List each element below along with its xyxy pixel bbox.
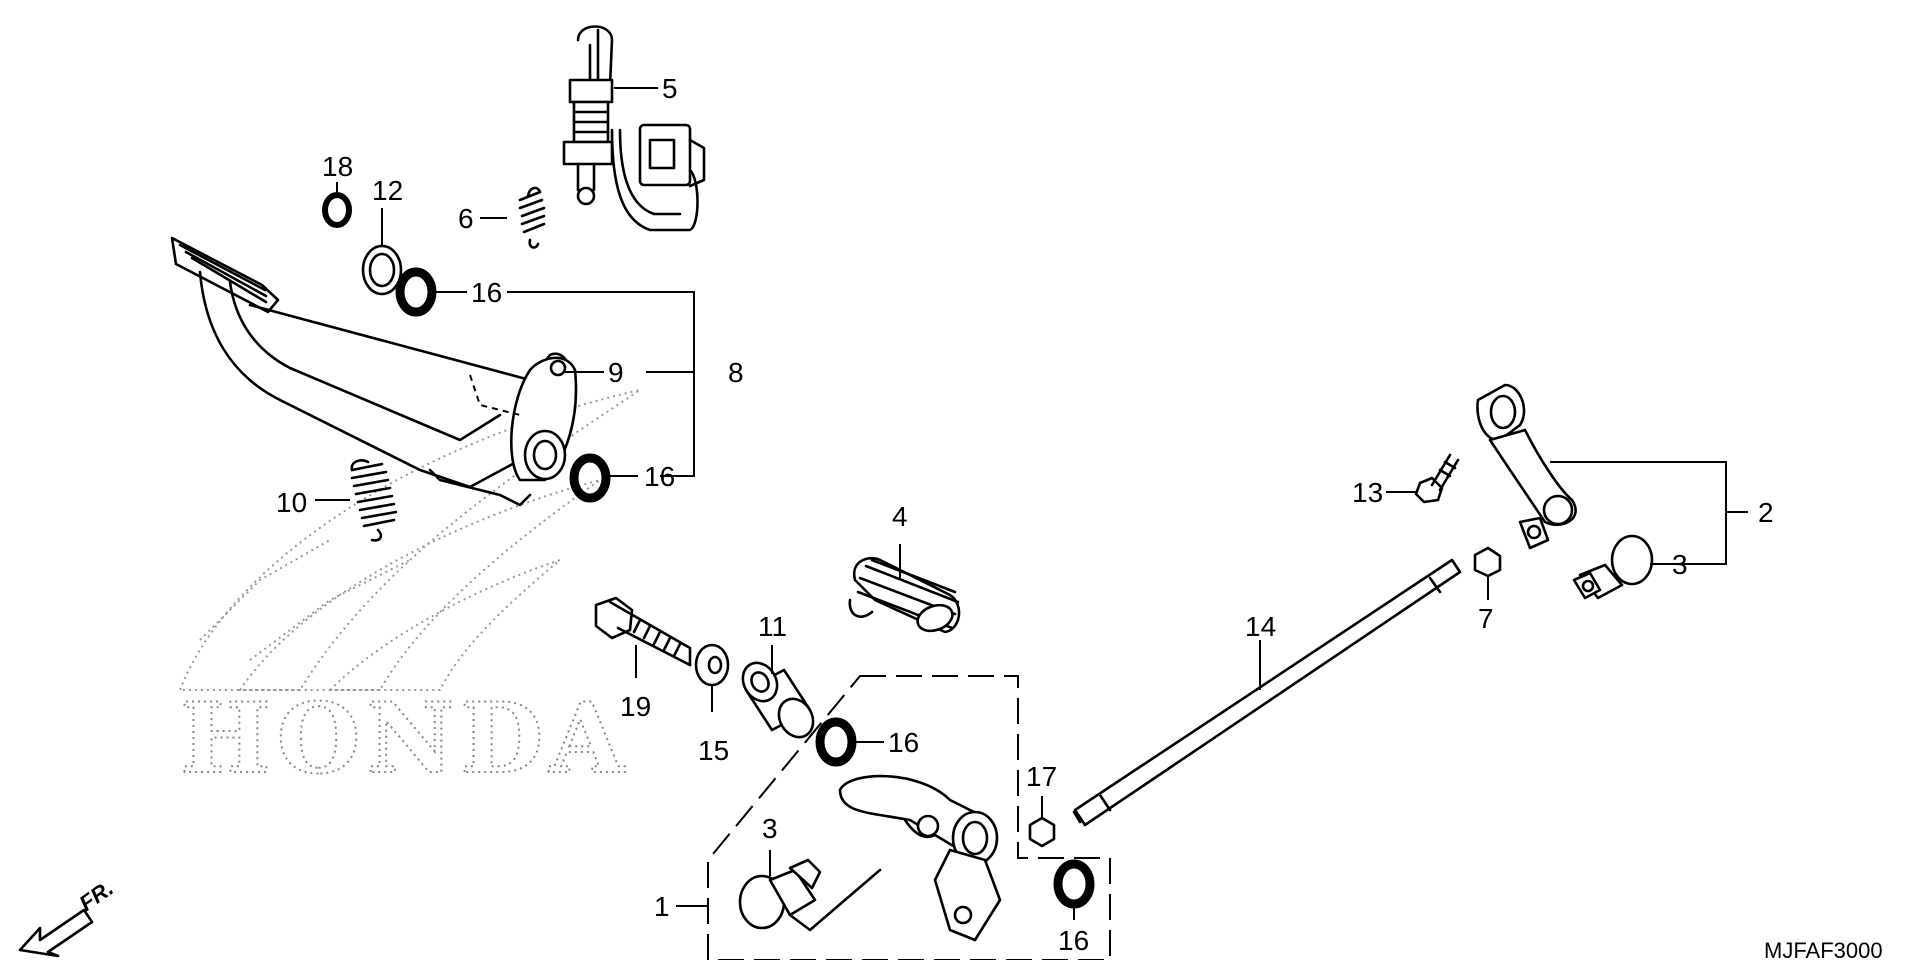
bolt-13 (1416, 455, 1458, 502)
label-13: 13 (1352, 477, 1383, 508)
label-9: 9 (608, 357, 624, 388)
label-18: 18 (322, 151, 353, 182)
diagram-code: MJFAF3000 (1764, 938, 1883, 960)
label-3a: 3 (762, 813, 778, 844)
label-6: 6 (458, 203, 474, 234)
label-12: 12 (372, 175, 403, 206)
label-4: 4 (892, 501, 908, 532)
label-15: 15 (698, 735, 729, 766)
bolt-19 (596, 598, 690, 665)
spring-10 (352, 460, 396, 540)
nut-7 (1475, 548, 1500, 576)
oil-seal-16b (574, 458, 606, 498)
front-label: FR. (75, 875, 118, 916)
stop-switch-5 (564, 27, 704, 231)
label-16c: 16 (888, 727, 919, 758)
washer-15 (696, 645, 728, 685)
label-3b: 3 (1672, 549, 1688, 580)
label-8: 8 (728, 357, 744, 388)
label-2: 2 (1758, 497, 1774, 528)
label-16b: 16 (644, 461, 675, 492)
label-16d: 16 (1058, 925, 1089, 956)
gearshift-arm-lower (840, 776, 1000, 940)
washer-12 (363, 246, 401, 294)
label-5: 5 (662, 73, 678, 104)
oil-seal-16d (1058, 864, 1090, 904)
pedal-rubber-4 (850, 558, 959, 635)
oil-seal-16c (820, 722, 852, 762)
front-direction-marker: FR. (20, 875, 118, 956)
honda-watermark-text: HONDA (180, 682, 630, 795)
shift-rod-14 (1074, 560, 1460, 825)
snap-ring-18 (325, 195, 349, 225)
label-17: 17 (1026, 761, 1057, 792)
oil-seal-16a (400, 272, 432, 312)
label-11: 11 (758, 611, 787, 642)
label-14: 14 (1245, 611, 1276, 642)
nut-17 (1030, 818, 1054, 846)
tie-rod-end-3-lower (740, 860, 880, 930)
label-16a: 16 (471, 277, 502, 308)
gearshift-arm-upper (1477, 385, 1575, 548)
front-arrow-icon (20, 910, 92, 956)
collar-11 (736, 657, 820, 744)
spring-6 (520, 188, 544, 248)
label-7: 7 (1478, 603, 1494, 634)
label-1: 1 (654, 891, 670, 922)
tie-rod-end-3-upper (1574, 536, 1652, 598)
label-19: 19 (620, 691, 651, 722)
label-10: 10 (276, 487, 307, 518)
